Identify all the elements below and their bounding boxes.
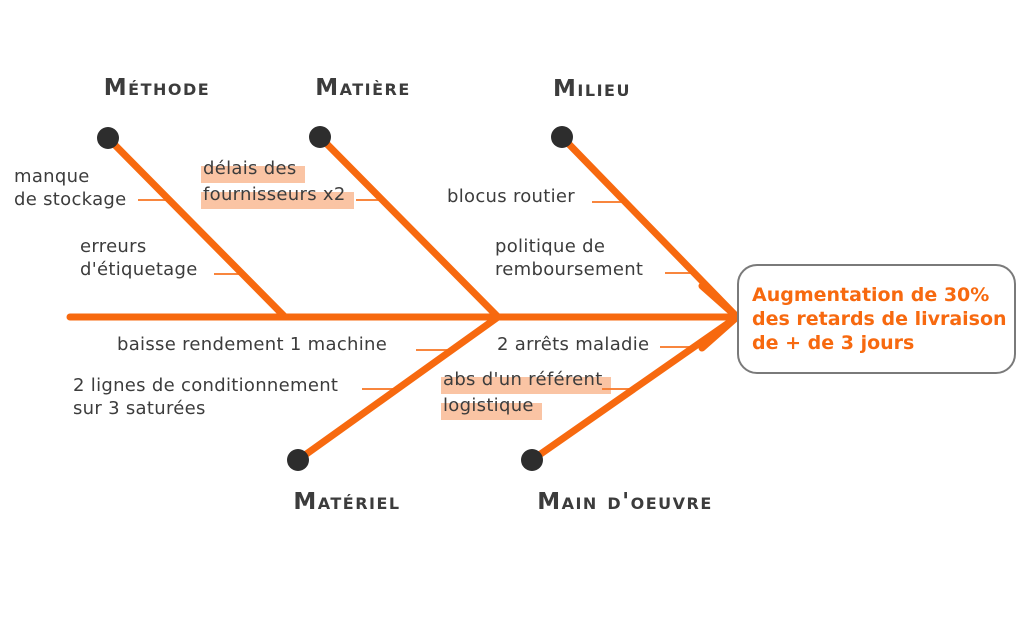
cause-text: d'étiquetage xyxy=(80,259,198,280)
node-main-doeuvre xyxy=(521,449,543,471)
cause-label-abs-referent: abs d'un référent logistique xyxy=(441,368,611,420)
category-label-milieu: Milieu xyxy=(553,76,631,102)
cause-label-blocus-routier: blocus routier xyxy=(447,185,575,208)
cause-text: remboursement xyxy=(495,259,644,280)
cause-label-politique-remboursement: politique de remboursement xyxy=(495,235,643,281)
cause-text-highlighted: délais des xyxy=(201,157,305,183)
node-milieu xyxy=(551,126,573,148)
cause-text-highlighted: abs d'un référent xyxy=(441,368,611,394)
cause-text: sur 3 saturées xyxy=(73,398,206,419)
branch-milieu xyxy=(558,133,741,321)
cause-text: de stockage xyxy=(14,189,127,210)
category-label-methode: Méthode xyxy=(103,75,211,101)
cause-label-delais-fournisseurs: délais des fournisseurs x2 xyxy=(201,157,354,209)
cause-text: 2 lignes de conditionnement xyxy=(73,375,339,396)
effect-text-line: de + de 3 jours xyxy=(752,332,915,354)
cause-text-highlighted: logistique xyxy=(441,394,542,420)
cause-label-baisse-rendement: baisse rendement 1 machine xyxy=(117,333,387,356)
cause-label-lignes-conditionnement: 2 lignes de conditionnement sur 3 saturé… xyxy=(73,374,338,420)
cause-text: politique de xyxy=(495,236,606,257)
category-label-main-doeuvre: Main d'oeuvre xyxy=(537,489,713,515)
branch-materiel xyxy=(294,313,502,464)
effect-text-line: Augmentation de 30% xyxy=(752,284,990,306)
branch-main-doeuvre xyxy=(528,313,741,464)
cause-text: 2 arrêts maladie xyxy=(497,334,650,355)
cause-text-highlighted: fournisseurs x2 xyxy=(201,183,354,209)
cause-text: manque xyxy=(14,166,90,187)
category-label-matiere: Matière xyxy=(315,75,411,101)
node-methode xyxy=(97,127,119,149)
cause-text: baisse rendement 1 machine xyxy=(117,334,388,355)
node-materiel xyxy=(287,449,309,471)
category-label-materiel: Matériel xyxy=(293,489,401,515)
cause-label-erreurs-etiquetage: erreurs d'étiquetage xyxy=(80,235,198,281)
cause-label-manque-stockage: manque de stockage xyxy=(14,165,127,211)
branch-methode xyxy=(104,134,289,321)
node-matiere xyxy=(309,126,331,148)
branch-matiere xyxy=(316,133,502,321)
cause-label-arrets-maladie: 2 arrêts maladie xyxy=(497,333,649,356)
cause-text: blocus routier xyxy=(447,186,576,207)
effect-text-line: des retards de livraison xyxy=(752,308,1007,330)
cause-text: erreurs xyxy=(80,236,147,257)
effect-box: Augmentation de 30% des retards de livra… xyxy=(737,264,1016,374)
